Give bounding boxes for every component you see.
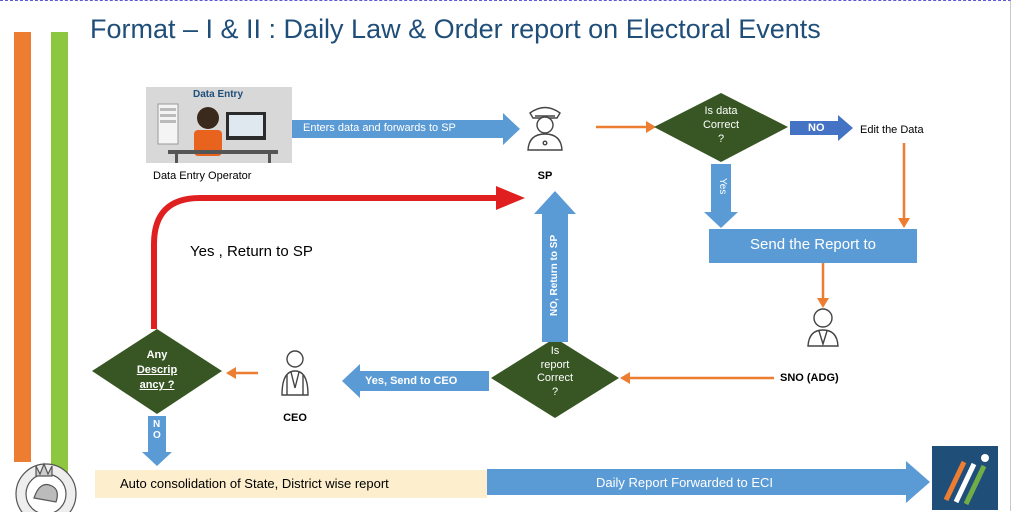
yes-send-ceo-label: Yes, Send to CEO (365, 375, 458, 387)
yes-return-sp-arrow (151, 195, 498, 329)
auto-consolidation-box (95, 470, 487, 498)
data-entry-box-label: Data Entry (193, 89, 244, 100)
decision-2-line-2: report (540, 358, 570, 371)
no-return-sp-label: NO, Return to SP (549, 234, 560, 316)
yes-send-ceo-arrow (342, 364, 489, 398)
yes-down-label: Yes (717, 178, 728, 195)
ceo-label: CEO (283, 412, 307, 424)
sp-label: SP (537, 170, 553, 182)
return-sp-label: Yes , Return to SP (190, 243, 313, 260)
no-edit-arrow (790, 115, 853, 141)
police-officer-icon (527, 106, 563, 151)
enters-data-arrow (292, 113, 520, 145)
no-edit-label: NO (808, 122, 825, 134)
decision-1-text: Is data Correct ? (703, 104, 739, 146)
decision-2-text: Is report Correct ? (537, 345, 573, 399)
send-report-box (709, 229, 917, 263)
decision-1-line-1: Is data (704, 105, 738, 117)
data-entry-operator-label: Data Entry Operator (153, 170, 252, 182)
decision-3-line-1: Any (146, 349, 168, 361)
enters-data-label: Enters data and forwards to SP (303, 122, 456, 134)
decision-3-line-3: ancy ? (139, 379, 175, 391)
auto-consolidation-label: Auto consolidation of State, District wi… (120, 476, 389, 491)
eci-logo-icon (932, 446, 998, 510)
decision-is-report-correct (491, 338, 619, 418)
decision-2-line-1: Is (550, 345, 560, 357)
no-return-sp-arrow (534, 191, 576, 342)
daily-report-label: Daily Report Forwarded to ECI (596, 475, 774, 490)
decision-2-line-3: Correct (536, 372, 574, 384)
send-report-label: Send the Report to (750, 236, 876, 253)
daily-report-arrow (487, 461, 930, 503)
no-down-label: NO (153, 419, 161, 441)
decision-1-line-3: ? (717, 133, 725, 145)
decision-3-text: Any Descrip ancy ? (137, 348, 177, 393)
decision-any-discrepancy (92, 329, 222, 414)
decision-is-data-correct (654, 93, 788, 162)
orange-stripe (14, 32, 31, 462)
no-down-arrow (142, 416, 172, 466)
decision-2-line-4: ? (551, 385, 559, 398)
decision-1-line-2: Correct (702, 119, 740, 131)
sno-label: SNO (ADG) (780, 372, 839, 384)
data-entry-operator-icon (146, 87, 292, 163)
slide-title: Format – I & II : Daily Law & Order repo… (90, 14, 821, 44)
ceo-icon (281, 350, 309, 396)
state-emblem-icon (15, 462, 77, 512)
edit-data-label: Edit the Data (860, 124, 924, 136)
decision-3-line-2: Descrip (136, 364, 178, 376)
officer-icon (807, 308, 839, 347)
green-stripe (51, 32, 68, 507)
yes-down-arrow (704, 164, 738, 228)
